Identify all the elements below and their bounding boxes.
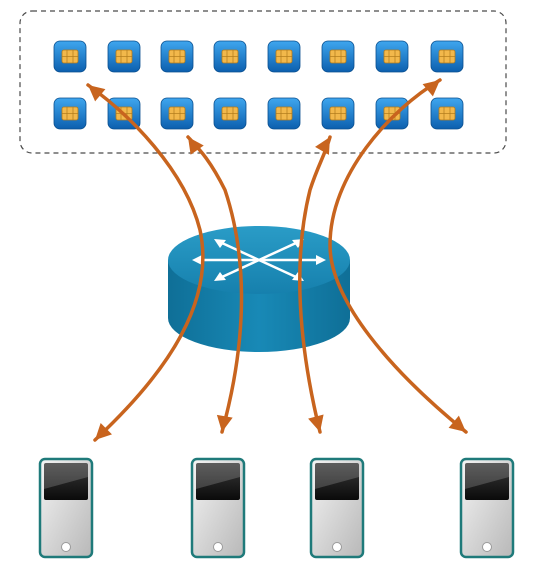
sim-card-icon — [430, 97, 464, 130]
mobile-phone-icon — [38, 457, 94, 559]
mobile-phone-icon — [190, 457, 246, 559]
connection-arrow — [328, 78, 468, 434]
arrow-head — [315, 137, 330, 155]
mobile-phone-icon — [309, 457, 365, 559]
sim-card-icon — [430, 40, 464, 73]
sim-card-icon — [53, 40, 87, 73]
sim-card-icon — [107, 40, 141, 73]
mobile-devices — [38, 457, 515, 559]
sim-card-icon — [160, 40, 194, 73]
sim-card-icon — [267, 40, 301, 73]
arrow-head — [448, 415, 466, 432]
sim-card-icon — [267, 97, 301, 130]
arrow-head — [88, 85, 106, 102]
arrow-head — [422, 80, 440, 97]
sim-card-icon — [321, 97, 355, 130]
sim-card-icon — [213, 40, 247, 73]
arrow-head — [308, 414, 324, 432]
connection-arrow — [86, 83, 205, 442]
router-icon — [168, 226, 350, 352]
arrow-head — [188, 137, 204, 155]
arrow-head — [216, 414, 233, 432]
mobile-phone-icon — [459, 457, 515, 559]
connection-arrow — [298, 135, 332, 434]
sim-card-icon — [213, 97, 247, 130]
sim-card-icon — [160, 97, 194, 130]
connection-arrows — [86, 78, 468, 442]
sim-card-icon — [321, 40, 355, 73]
sim-card-icon — [375, 40, 409, 73]
connection-arrow — [186, 135, 244, 434]
sim-card-icon — [53, 97, 87, 130]
sim-card-icon — [375, 97, 409, 130]
